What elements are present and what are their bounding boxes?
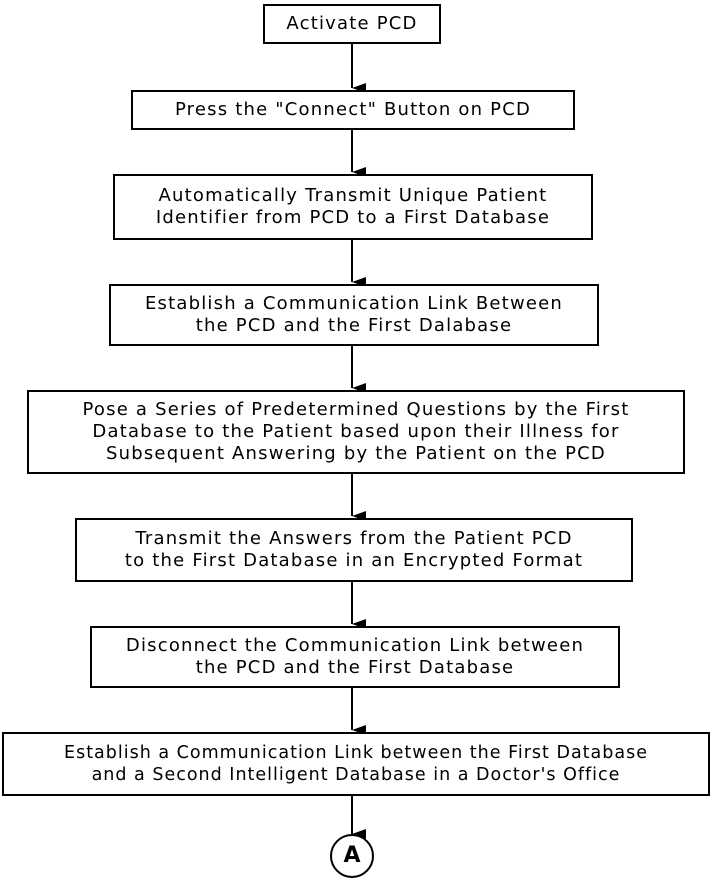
step-2-line-1: Press the "Connect" Button on PCD xyxy=(175,99,531,121)
step-7-line-1: Disconnect the Communication Link betwee… xyxy=(126,635,584,657)
step-5-line-2: Database to the Patient based upon their… xyxy=(92,421,619,443)
step-4-line-2: the PCD and the First Dalabase xyxy=(196,315,513,337)
step-transmit-answers: Transmit the Answers from the Patient PC… xyxy=(75,518,633,582)
step-8-line-2: and a Second Intelligent Database in a D… xyxy=(92,764,621,786)
step-3-line-2: Identifier from PCD to a First Database xyxy=(156,207,550,229)
step-5-line-1: Pose a Series of Predetermined Questions… xyxy=(83,399,630,421)
step-activate-pcd: Activate PCD xyxy=(263,4,441,44)
step-transmit-identifier: Automatically Transmit Unique Patient Id… xyxy=(113,174,593,240)
step-7-line-2: the PCD and the First Database xyxy=(196,657,515,679)
step-6-line-1: Transmit the Answers from the Patient PC… xyxy=(135,528,572,550)
step-press-connect: Press the "Connect" Button on PCD xyxy=(131,90,575,130)
step-3-line-1: Automatically Transmit Unique Patient xyxy=(159,185,548,207)
step-pose-questions: Pose a Series of Predetermined Questions… xyxy=(27,390,685,474)
step-1-line-1: Activate PCD xyxy=(286,13,417,35)
step-establish-doctor-link: Establish a Communication Link between t… xyxy=(2,732,710,796)
step-8-line-1: Establish a Communication Link between t… xyxy=(64,742,648,764)
step-6-line-2: to the First Database in an Encrypted Fo… xyxy=(125,550,583,572)
connector-label: A xyxy=(332,843,372,868)
step-establish-link: Establish a Communication Link Between t… xyxy=(109,284,599,346)
step-5-line-3: Subsequent Answering by the Patient on t… xyxy=(106,443,606,465)
step-4-line-1: Establish a Communication Link Between xyxy=(145,293,563,315)
step-disconnect-link: Disconnect the Communication Link betwee… xyxy=(90,626,620,688)
